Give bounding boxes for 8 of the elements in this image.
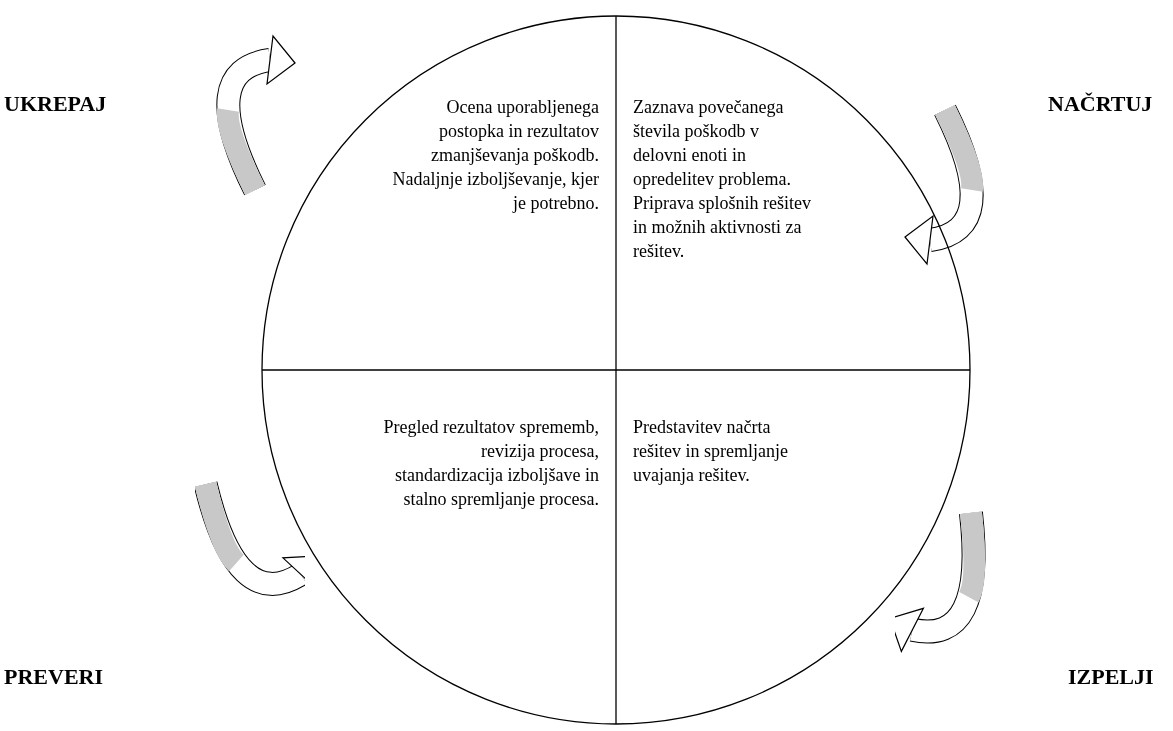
- quadrant-text: Ocena uporabljenega postopka in rezultatov zmanjševanja poškodb. Nadaljnje izboljševanje, kjer je potrebno.: [391, 96, 599, 215]
- phase-label: UKREPAJ: [4, 90, 107, 118]
- quadrant-text: Zaznava povečanega števila poškodb v delovni enoti in opredelitev problema. Priprava splošnih rešitev in možnih aktivnosti za rešitev.: [633, 96, 812, 263]
- phase-label: PREVERI: [4, 663, 103, 691]
- phase-label: NAČRTUJ: [1048, 90, 1153, 118]
- quadrant-text: Pregled rezultatov sprememb, revizija procesa, standardizacija izboljšave in stalno spremljanje procesa.: [382, 416, 599, 511]
- quadrant-text: Predstavitev načrta rešitev in spremljanje uvajanja rešitev.: [633, 416, 789, 487]
- phase-label: IZPELJI: [1068, 663, 1154, 691]
